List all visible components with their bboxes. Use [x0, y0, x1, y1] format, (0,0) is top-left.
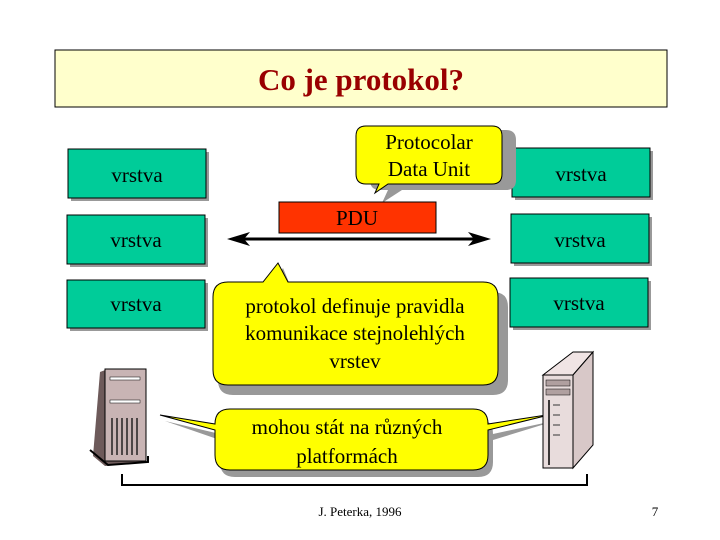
callout-protocol: protokol definuje pravidla komunikace st… [212, 262, 508, 395]
pdu-label: PDU [336, 206, 378, 230]
layer-box [511, 147, 651, 198]
layer-box [67, 148, 207, 199]
svg-text:Data Unit: Data Unit [388, 157, 470, 181]
callout-platforms: mohou stát na různých platformách [159, 408, 558, 477]
footer-author: J. Peterka, 1996 [318, 504, 402, 519]
svg-text:platformách: platformách [296, 444, 398, 468]
callout-pdu-definition: Protocolar Data Unit [355, 125, 516, 203]
layer-label: vrstva [553, 291, 605, 315]
layer-box [509, 277, 649, 328]
layer-box [66, 214, 206, 265]
server-tower-icon [541, 350, 595, 470]
layer-label: vrstva [110, 292, 162, 316]
layer-box [66, 279, 206, 329]
pdu-box: PDU [278, 201, 437, 234]
left-layer-stack: vrstva vrstva vrstva [66, 148, 209, 331]
title-box: Co je protokol? [54, 49, 668, 108]
layer-label: vrstva [110, 228, 162, 252]
svg-text:vrstev: vrstev [329, 349, 381, 373]
right-layer-stack: vrstva vrstva vrstva [509, 147, 653, 330]
connection-bracket [121, 474, 588, 486]
svg-text:mohou stát na různých: mohou stát na různých [252, 415, 443, 439]
page-number: 7 [652, 504, 659, 519]
layer-label: vrstva [555, 162, 607, 186]
layer-label: vrstva [554, 228, 606, 252]
layer-box [510, 213, 650, 264]
svg-text:Protocolar: Protocolar [385, 130, 472, 154]
svg-text:protokol definuje pravidla: protokol definuje pravidla [245, 294, 465, 318]
svg-text:komunikace stejnolehlých: komunikace stejnolehlých [245, 321, 465, 345]
desktop-computer-icon [89, 368, 149, 467]
double-arrow [227, 232, 491, 246]
layer-label: vrstva [111, 163, 163, 187]
page-title: Co je protokol? [258, 62, 464, 97]
